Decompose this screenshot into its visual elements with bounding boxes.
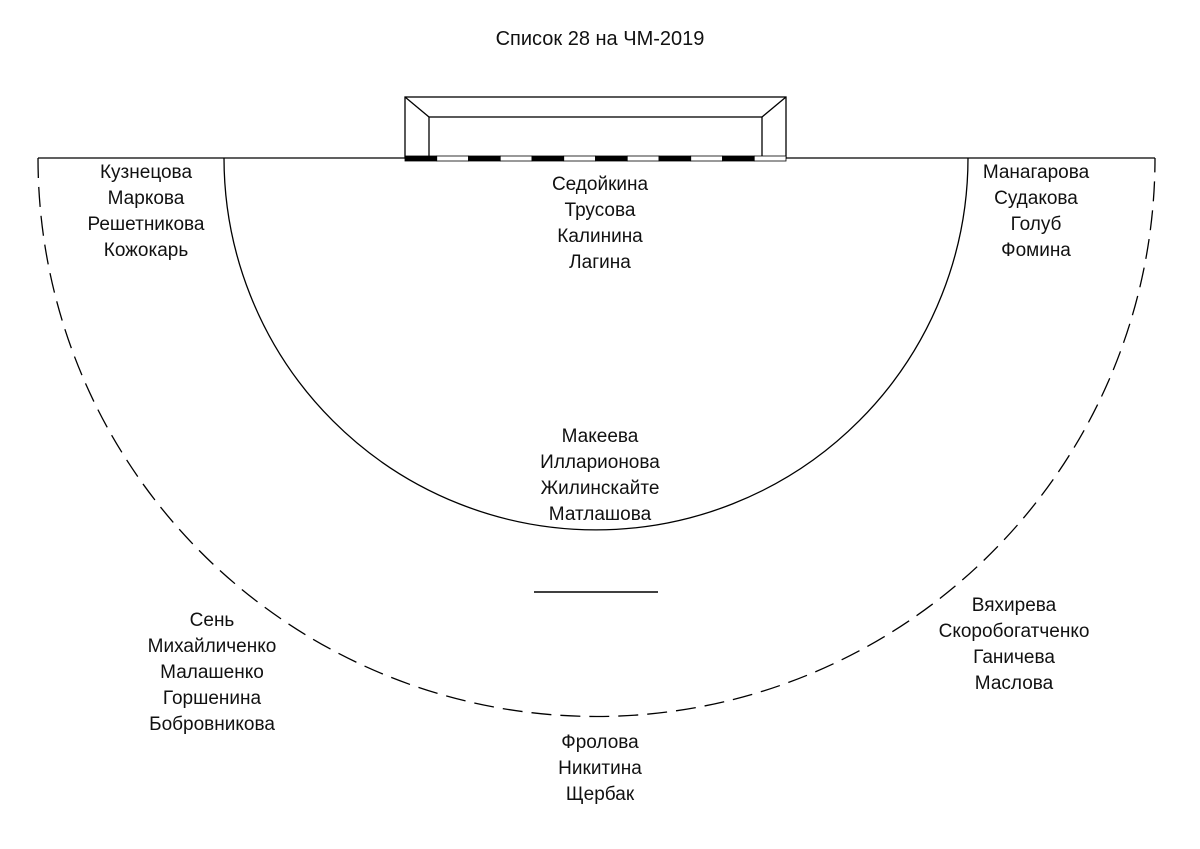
six-meter-line [223,157,969,531]
goal-stripe [499,155,533,162]
goal-stripe [626,155,660,162]
nine-meter-line [37,157,1156,718]
goal-stripe [753,155,787,162]
player-name: Решетникова [87,214,205,235]
player-name: Никитина [558,758,642,779]
goal [404,96,787,159]
goal-stripe [658,155,692,162]
player-name: Вяхирева [971,595,1057,616]
player-name: Судакова [994,188,1078,209]
player-name: Лагина [569,252,631,273]
goal-stripe [436,155,469,162]
goal-stripe [690,155,723,162]
goal-stripe [563,155,596,162]
player-name: Фомина [1001,240,1071,261]
player-name: Седойкина [551,174,649,195]
player-name: Михайличенко [147,636,277,657]
player-name: Матлашова [548,504,652,525]
goal-stripe [722,155,755,162]
goal-stripe [595,155,628,162]
player-name: Жилинскайте [540,478,660,499]
goal-stripe [468,155,501,162]
player-name: Голуб [1010,214,1062,235]
player-name: Скоробогатченко [938,621,1090,642]
goal-stripe [404,155,438,162]
player-name: Маркова [107,188,185,209]
player-name: Илларионова [540,452,660,473]
player-name: Бобровникова [149,714,275,735]
player-name: Сень [189,610,235,631]
player-name: Кузнецова [99,162,193,183]
diagram-title: Список 28 на ЧМ-2019 [495,28,705,50]
goal-line-stripes [404,155,787,162]
player-name: Щербак [565,784,635,805]
player-name: Горшенина [162,688,262,709]
player-name: Калинина [557,226,643,247]
player-name: Малашенко [160,662,264,683]
goal-stripe [531,155,565,162]
player-name: Фролова [561,732,639,753]
player-name: Ганичева [973,647,1055,668]
player-name: Трусова [564,200,636,221]
player-name: Маслова [974,673,1054,694]
player-name: Кожокарь [103,240,189,261]
player-name: Манагарова [982,162,1090,183]
player-name: Макеева [561,426,639,447]
